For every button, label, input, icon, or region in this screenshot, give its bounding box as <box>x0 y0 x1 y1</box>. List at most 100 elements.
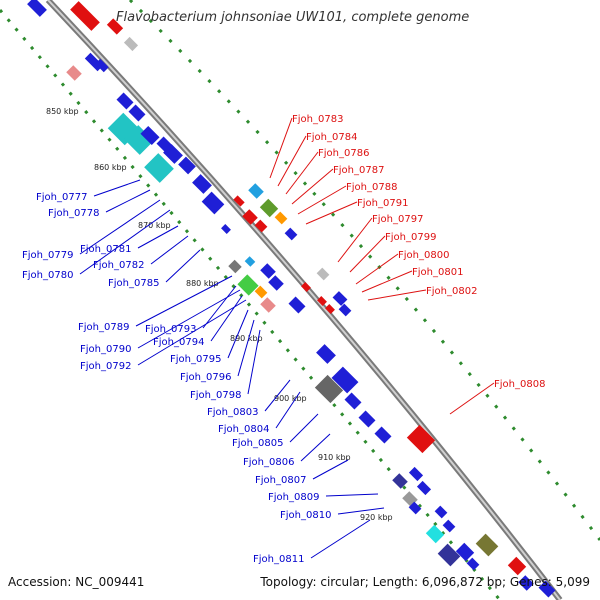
gene-feature-57 <box>466 557 480 571</box>
gene-label-left: Fjoh_0805 <box>232 438 283 449</box>
gene-feature-0 <box>27 0 47 17</box>
gene-feature-59 <box>507 556 527 576</box>
gene-label-left: Fjoh_0807 <box>255 475 306 486</box>
gene-feature-60 <box>518 575 534 591</box>
gene-feature-39 <box>325 304 335 314</box>
gene-label-left: Fjoh_0781 <box>80 244 131 255</box>
tick-label: 920 kbp <box>360 513 393 522</box>
gene-feature-37 <box>338 303 352 317</box>
gene-label-right: Fjoh_0784 <box>306 132 357 143</box>
tick-label: 890 kbp <box>230 334 263 343</box>
gene-feature-53 <box>434 505 448 519</box>
gene-label-left: Fjoh_0804 <box>218 424 269 435</box>
leader-line-right <box>291 168 334 205</box>
gene-feature-24 <box>284 227 298 241</box>
gene-feature-23 <box>274 211 288 225</box>
gene-feature-42 <box>314 374 344 404</box>
gene-label-left: Fjoh_0778 <box>48 208 99 219</box>
leader-line-left <box>202 285 237 329</box>
gene-label-left: Fjoh_0790 <box>80 344 131 355</box>
gene-label-left: Fjoh_0798 <box>190 390 241 401</box>
gene-feature-44 <box>358 410 376 428</box>
leader-line-left <box>79 209 171 275</box>
leader-line-left <box>264 379 291 412</box>
gene-feature-14 <box>163 144 183 164</box>
leader-line-left <box>312 459 349 480</box>
gene-label-left: Fjoh_0794 <box>153 337 204 348</box>
gene-feature-55 <box>437 543 461 567</box>
gene-feature-10 <box>124 125 154 155</box>
gene-feature-40 <box>316 344 336 364</box>
gc-content-track-inner <box>0 9 502 600</box>
leader-line-left <box>337 507 385 515</box>
leader-line-left <box>325 493 379 497</box>
gene-label-left: Fjoh_0779 <box>22 250 73 261</box>
gene-feature-33 <box>288 296 306 314</box>
gene-feature-47 <box>392 473 408 489</box>
leader-line-left <box>79 199 161 255</box>
gc-content-track-outer <box>128 0 600 541</box>
leader-line-left <box>135 275 233 327</box>
leader-line-left <box>105 189 151 213</box>
gene-feature-22 <box>254 219 268 233</box>
gene-label-left: Fjoh_0803 <box>207 407 258 418</box>
leader-line-left <box>165 249 201 283</box>
gene-label-right: Fjoh_0787 <box>333 165 384 176</box>
leader-line-right <box>285 151 319 195</box>
gene-feature-52 <box>425 524 445 544</box>
gene-feature-27 <box>244 256 256 267</box>
leader-line-right <box>449 382 495 415</box>
gene-label-left: Fjoh_0795 <box>170 354 221 365</box>
gene-label-left: Fjoh_0809 <box>268 492 319 503</box>
leader-line-left <box>93 179 141 197</box>
tick-label: 910 kbp <box>318 453 351 462</box>
leader-line-right <box>269 117 293 179</box>
gene-label-right: Fjoh_0786 <box>318 148 369 159</box>
map-title: Flavobacterium johnsoniae UW101, complet… <box>116 10 470 25</box>
leader-line-left <box>210 295 243 342</box>
gene-label-left: Fjoh_0793 <box>145 324 196 335</box>
gene-label-right: Fjoh_0799 <box>385 232 436 243</box>
gene-label-right: Fjoh_0800 <box>398 250 449 261</box>
gene-label-left: Fjoh_0780 <box>22 270 73 281</box>
gene-feature-51 <box>408 501 422 515</box>
gene-feature-58 <box>475 533 499 557</box>
gene-label-left: Fjoh_0792 <box>80 361 131 372</box>
tick-label: 850 kbp <box>46 107 79 116</box>
gene-feature-26 <box>228 259 242 274</box>
gene-feature-1 <box>70 1 100 31</box>
gene-label-right: Fjoh_0801 <box>412 267 463 278</box>
leader-line-left <box>150 235 189 265</box>
gene-label-left: Fjoh_0810 <box>280 510 331 521</box>
gene-label-left: Fjoh_0782 <box>93 260 144 271</box>
gene-feature-25 <box>233 195 245 207</box>
leader-line-right <box>297 185 347 215</box>
leader-line-left <box>275 391 301 429</box>
gene-label-left: Fjoh_0789 <box>78 322 129 333</box>
gene-label-left: Fjoh_0811 <box>253 554 304 565</box>
gene-feature-3 <box>123 36 139 52</box>
leader-line-left <box>247 329 261 395</box>
gene-feature-45 <box>374 426 392 444</box>
leader-line-left <box>310 519 371 559</box>
accession-text: Accession: NC_009441 <box>8 575 145 589</box>
leader-line-left <box>137 299 247 366</box>
gene-feature-7 <box>116 92 134 110</box>
gene-feature-34 <box>316 267 330 281</box>
gene-feature-2 <box>106 18 124 35</box>
topology-text: Topology: circular; Length: 6,096,872 bp… <box>260 575 590 589</box>
leader-line-right <box>337 217 373 263</box>
gene-feature-19 <box>248 183 264 199</box>
gene-feature-30 <box>237 274 259 296</box>
gene-feature-43 <box>344 392 362 410</box>
gene-feature-6 <box>95 58 109 73</box>
leader-line-right <box>305 201 358 225</box>
gene-feature-11 <box>140 125 160 146</box>
gene-feature-17 <box>201 191 225 215</box>
gene-feature-13 <box>144 153 174 183</box>
leader-line-right <box>367 289 427 301</box>
leader-line-right <box>277 135 307 187</box>
gene-label-right: Fjoh_0808 <box>494 379 545 390</box>
tick-label: 860 kbp <box>94 163 127 172</box>
gene-feature-16 <box>192 174 212 194</box>
